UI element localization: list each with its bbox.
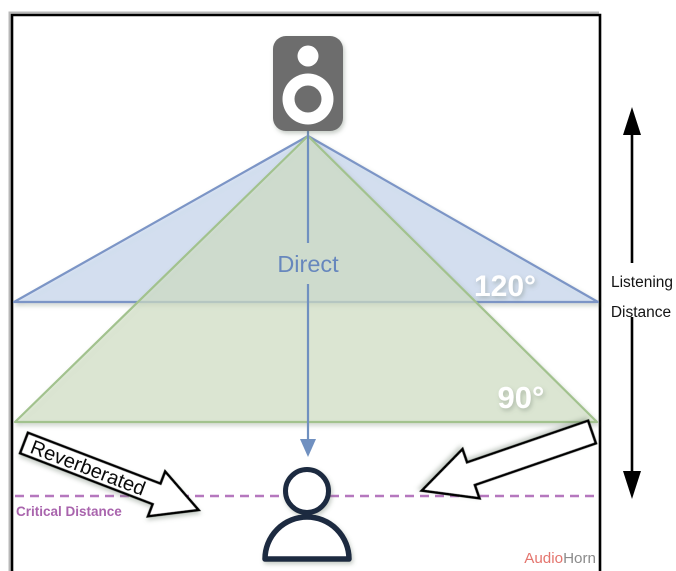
angle-label-90: 90° — [498, 380, 545, 415]
direct-arrowhead-icon — [300, 439, 316, 457]
brand-audio: Audio — [524, 550, 563, 567]
diagram-frame — [10, 13, 602, 571]
reverberated-arrow-shape — [419, 419, 598, 500]
listening-distance-label-line1: Listening — [611, 274, 673, 291]
direct-label: Direct — [277, 251, 339, 277]
reverberated-label: Reverberated — [27, 437, 148, 501]
listener-body — [262, 514, 352, 562]
listening-distance-label-line2: Distance — [611, 304, 671, 321]
frame-highlight-edge — [8, 11, 599, 571]
brand-horn: Horn — [563, 550, 596, 567]
listener-icon — [262, 467, 352, 562]
speaker-icon — [273, 36, 343, 131]
listening-distance-arrow — [623, 107, 641, 499]
critical-distance-label: Critical Distance — [16, 504, 122, 519]
speaker-woofer-cone — [294, 85, 322, 113]
reverberated-arrow-right — [419, 419, 598, 500]
distance-arrowhead-up-icon — [623, 107, 641, 135]
listener-head — [283, 467, 331, 515]
brand-logo: AudioHorn — [524, 550, 596, 567]
dispersion-cone-90 — [13, 134, 599, 424]
distance-arrowhead-down-icon — [623, 471, 641, 499]
reverberated-arrow-shape — [18, 431, 202, 518]
angle-label-120: 120° — [474, 270, 536, 303]
speaker-tweeter — [297, 45, 319, 67]
